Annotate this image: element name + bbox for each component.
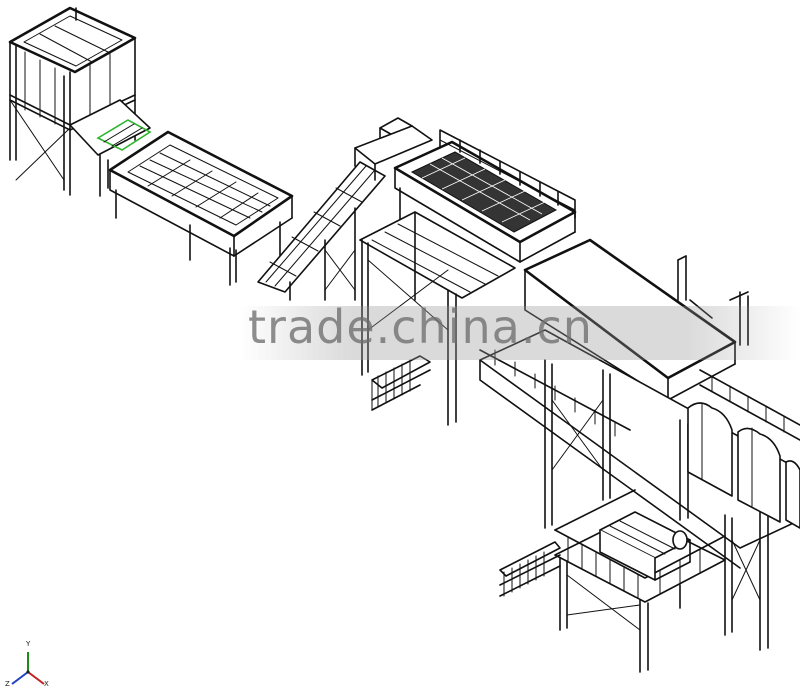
drying-tunnel-hood	[523, 238, 749, 401]
axis-z-label: Z	[5, 680, 10, 688]
axis-x-label: X	[44, 680, 49, 688]
inclined-elevator-conveyor	[257, 161, 386, 301]
washer-support-frame	[359, 211, 516, 426]
green-belt-section	[96, 119, 152, 151]
packing-platform	[499, 489, 726, 673]
axis-y-label: Y	[26, 640, 31, 648]
dryer-units	[687, 402, 800, 529]
washing-platform	[393, 129, 577, 263]
feed-hopper-tower	[8, 6, 152, 197]
sorting-table-conveyor	[108, 130, 294, 286]
watermark-text: trade.china.cn	[248, 300, 593, 354]
elevator-head-motor	[354, 117, 433, 181]
axis-triad-icon	[11, 652, 45, 685]
watermark-band	[240, 306, 800, 360]
right-processing-line	[479, 329, 800, 651]
